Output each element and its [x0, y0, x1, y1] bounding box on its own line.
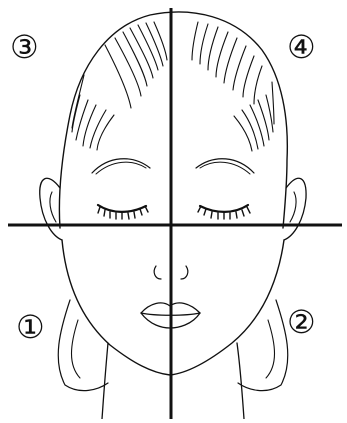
neck-left — [102, 343, 108, 419]
right-ear-inner — [290, 192, 296, 222]
quadrant-4-label: ④ — [287, 28, 316, 66]
quadrant-1-label: ① — [16, 308, 45, 346]
quadrant-3-label: ③ — [10, 28, 39, 66]
hair-right-lower-2 — [266, 320, 275, 378]
neck-right — [237, 343, 244, 419]
quadrant-2-label: ② — [287, 303, 316, 341]
nose-left — [154, 266, 161, 279]
hair-strands — [72, 22, 274, 151]
nose-right — [181, 266, 188, 279]
right-eye — [200, 205, 248, 212]
left-ear-inner — [50, 192, 56, 222]
hair-left-lower-2 — [72, 320, 81, 378]
jaw-outline — [62, 240, 284, 375]
hair-left-lower — [58, 300, 108, 391]
head-outline — [59, 12, 287, 228]
hair-right-lower — [238, 300, 288, 391]
